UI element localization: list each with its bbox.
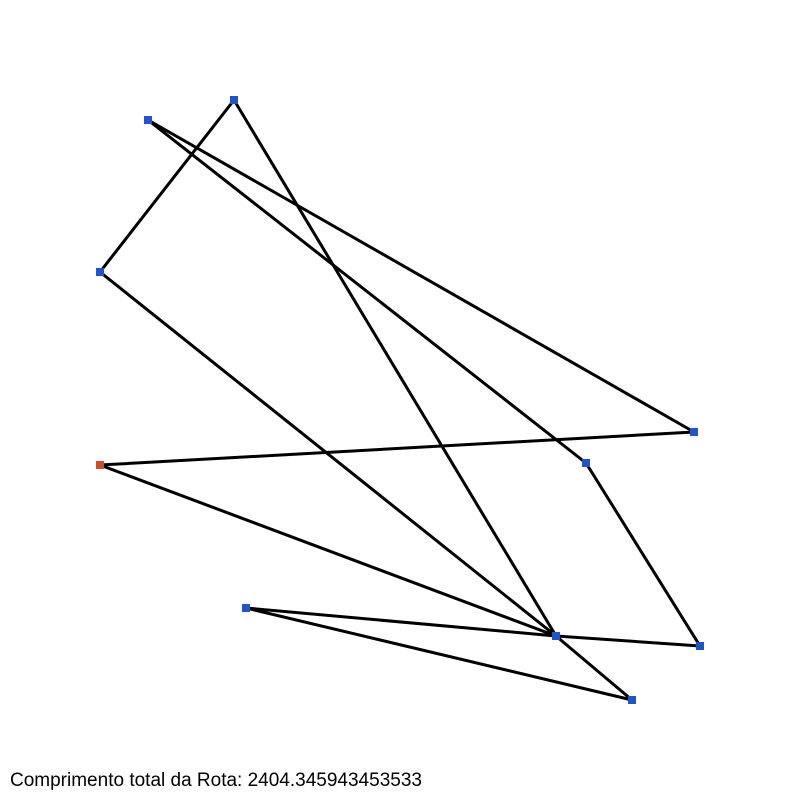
route-length-label: Comprimento total da Rota: 2404.34594345… [10, 770, 422, 791]
route-edge [98, 270, 558, 638]
route-edge [554, 634, 702, 648]
route-edge [146, 118, 588, 465]
route-edge [146, 118, 696, 434]
route-edge [244, 606, 634, 702]
route-nodes [96, 96, 704, 704]
route-edge [244, 606, 558, 638]
route-edge [232, 98, 558, 638]
route-edge [554, 634, 634, 702]
route-edge [98, 98, 236, 274]
node-marker [230, 96, 238, 104]
route-edge [98, 430, 696, 467]
route-edge [98, 463, 558, 638]
node-marker [690, 428, 698, 436]
route-edges [98, 98, 702, 702]
node-marker [628, 696, 636, 704]
start-node-marker [96, 461, 104, 469]
node-marker [96, 268, 104, 276]
node-marker [144, 116, 152, 124]
node-marker [696, 642, 704, 650]
route-edge [584, 461, 702, 648]
node-marker [552, 632, 560, 640]
node-marker [242, 604, 250, 612]
node-marker [582, 459, 590, 467]
